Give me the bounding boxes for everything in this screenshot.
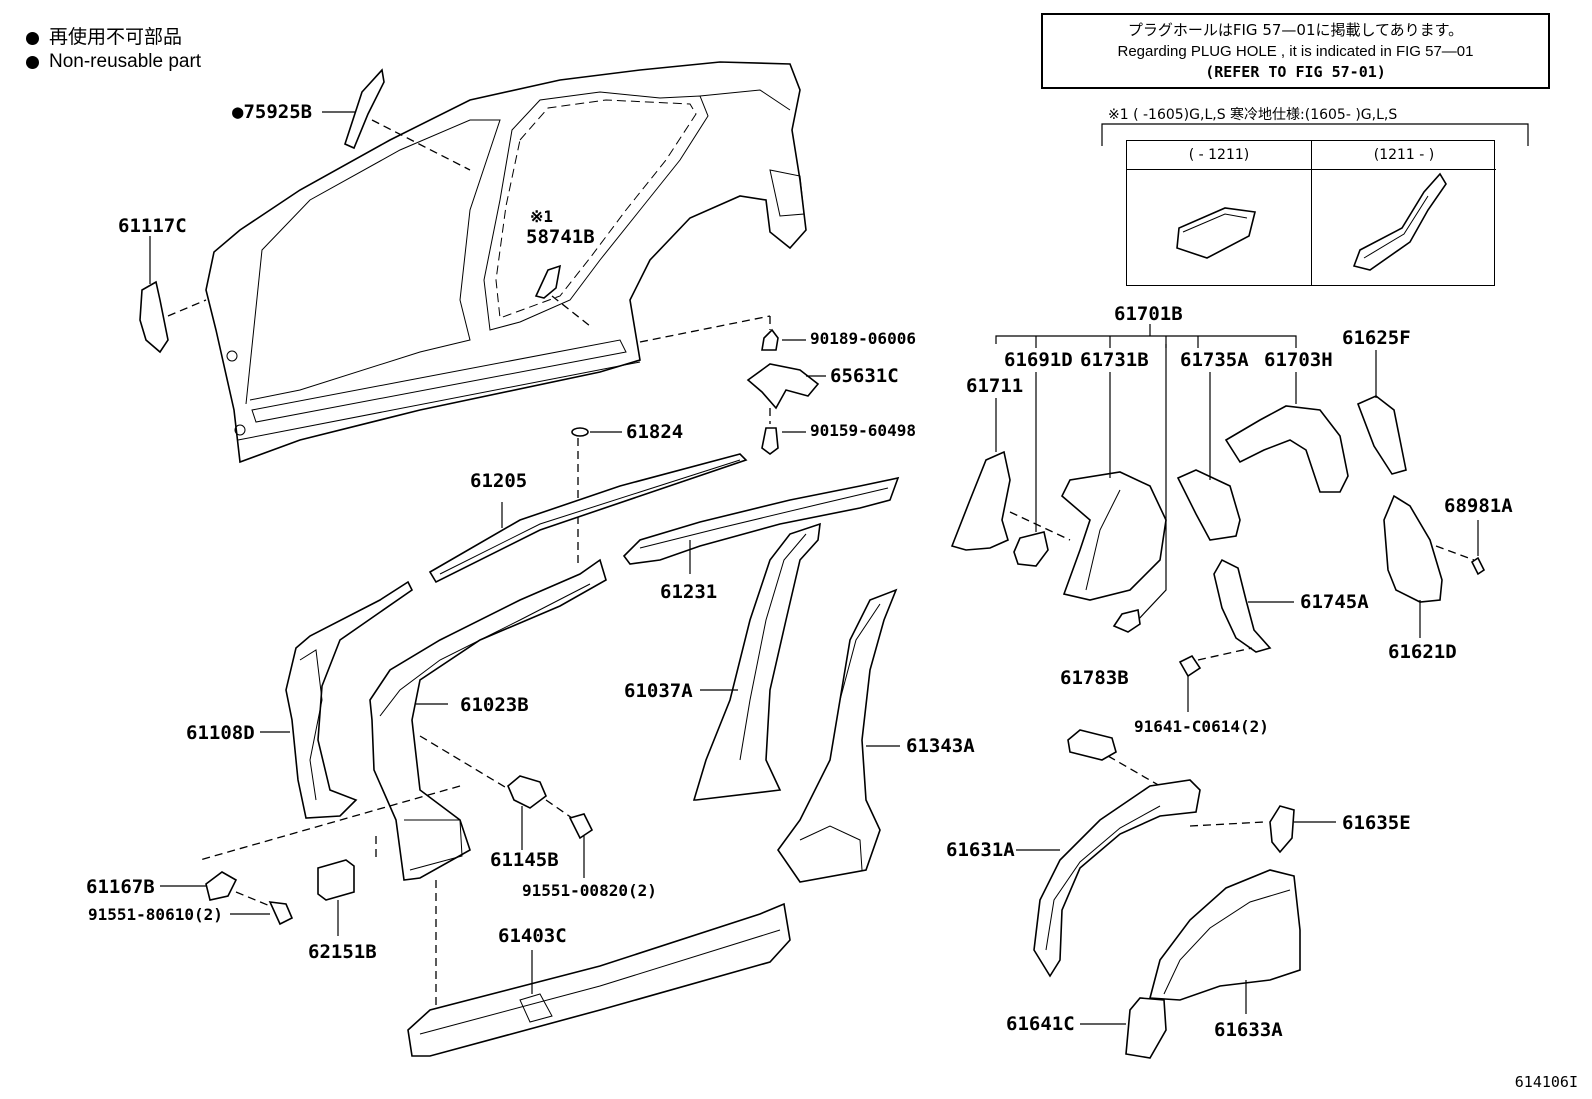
legend: 再使用不可部品 Non-reusable part <box>26 26 201 74</box>
part-61625F-drawing <box>1356 395 1407 475</box>
variant-col-early: ( - 1211) <box>1127 141 1312 285</box>
part-61641C-drawing <box>1125 997 1167 1059</box>
legend-en: Non-reusable part <box>49 51 202 72</box>
label-61037A: 61037A <box>624 680 693 702</box>
bullet-icon <box>26 31 39 45</box>
part-61037A-drawing <box>692 522 821 801</box>
variant-col-late-head: (1211 - ) <box>1312 141 1496 170</box>
part-61633A-drawing <box>1148 869 1301 1001</box>
label-61711: 61711 <box>966 375 1023 397</box>
label-91551-00820: 91551-00820(2) <box>522 881 657 900</box>
part-61231-drawing <box>622 476 900 565</box>
variant-early-drawing <box>1176 207 1256 259</box>
part-61691D-drawing <box>1013 531 1049 567</box>
part-61735A-drawing <box>1176 469 1241 541</box>
label-61703H: 61703H <box>1264 349 1333 371</box>
variant-table: ( - 1211) (1211 - ) <box>1126 140 1496 286</box>
part-61621D-drawing <box>1383 494 1443 603</box>
label-91641-C0614: 91641-C0614(2) <box>1134 717 1269 736</box>
label-61631A: 61631A <box>946 839 1015 861</box>
note-line-jp: プラグホールはFIG 57—01に掲載してあります。 <box>1127 21 1464 39</box>
variant-late-drawing <box>1352 172 1447 271</box>
label-61403C: 61403C <box>498 925 567 947</box>
label-62151B: 62151B <box>308 941 377 963</box>
label-61731B: 61731B <box>1080 349 1149 371</box>
label-61735A: 61735A <box>1180 349 1249 371</box>
label-65631C: 65631C <box>830 365 899 387</box>
part-65631C-drawing <box>746 363 820 410</box>
label-61023B: 61023B <box>460 694 529 716</box>
label-91551-80610: 91551-80610(2) <box>88 905 223 924</box>
spec-header: ※1 ( -1605)G,L,S 寒冷地仕様:(1605- )G,L,S <box>1108 107 1398 123</box>
legend-jp: 再使用不可部品 <box>49 27 183 48</box>
label-61783B: 61783B <box>1060 667 1129 689</box>
part-61145B-drawing <box>507 775 547 809</box>
label-90189-06006: 90189-06006 <box>810 329 916 348</box>
part-61635E-drawing <box>1269 805 1295 854</box>
part-61731B-drawing <box>1061 471 1167 601</box>
part-61167B-drawing <box>205 871 238 901</box>
label-61691D: 61691D <box>1004 349 1073 371</box>
part-61783B-drawing <box>1067 729 1117 761</box>
label-61625F: 61625F <box>1342 327 1411 349</box>
label-61231: 61231 <box>660 581 717 603</box>
clip-drawing <box>1112 609 1141 633</box>
part-61711-drawing <box>950 450 1011 551</box>
part-61117C-drawing <box>139 280 169 354</box>
bolt-90159-drawing <box>761 427 779 455</box>
side-outer-panel <box>205 61 807 464</box>
label-90159-60498: 90159-60498 <box>810 421 916 440</box>
part-61824-drawing <box>571 427 589 437</box>
part-61108D-drawing <box>285 580 414 819</box>
part-75925B-drawing <box>344 68 385 150</box>
note-line-en: Regarding PLUG HOLE , it is indicated in… <box>1117 43 1474 60</box>
label-61167B: 61167B <box>86 876 155 898</box>
label-61145B: 61145B <box>490 849 559 871</box>
label-61343A: 61343A <box>906 735 975 757</box>
bolt-91551-80610-drawing <box>268 901 294 926</box>
label-68981A: 68981A <box>1444 495 1513 517</box>
label-61117C: 61117C <box>118 215 187 237</box>
part-61631A-drawing <box>1033 779 1201 978</box>
variant-bracket <box>1101 123 1529 146</box>
label-61108D: 61108D <box>186 722 255 744</box>
label-61745A: 61745A <box>1300 591 1369 613</box>
part-61205-drawing <box>428 453 748 584</box>
label-61701B: 61701B <box>1114 303 1183 325</box>
part-62151B-drawing <box>317 859 355 901</box>
diagram-code: 614106I <box>1514 1073 1578 1091</box>
part-61703H-drawing <box>1224 405 1349 493</box>
plug-hole-note: プラグホールはFIG 57—01に掲載してあります。 Regarding PLU… <box>1041 13 1550 89</box>
label-61635E: 61635E <box>1342 812 1411 834</box>
bolt-91551-00820-drawing <box>568 813 594 840</box>
part-68981A-drawing <box>1470 556 1486 576</box>
label-61824: 61824 <box>626 421 683 443</box>
label-61621D: 61621D <box>1388 641 1457 663</box>
label-61641C: 61641C <box>1006 1013 1075 1035</box>
part-61343A-drawing <box>777 588 898 883</box>
label-61205: 61205 <box>470 470 527 492</box>
group-bracket-61701B <box>995 335 1297 348</box>
fastener-90189-drawing <box>761 328 779 351</box>
part-61745A-drawing <box>1213 558 1272 653</box>
bolt-91641-drawing <box>1178 654 1202 678</box>
part-61023B-drawing <box>369 558 607 881</box>
note-mark: ※1 <box>530 207 553 226</box>
part-61403C-drawing <box>407 902 791 1057</box>
bullet-icon <box>26 55 39 69</box>
label-58741B: 58741B <box>526 226 595 248</box>
part-58741B-drawing <box>534 264 562 299</box>
variant-col-late: (1211 - ) <box>1312 141 1496 285</box>
label-75925B: ●75925B <box>232 101 312 123</box>
note-line-ref: (REFER TO FIG 57-01) <box>1205 63 1386 81</box>
label-61633A: 61633A <box>1214 1019 1283 1041</box>
variant-col-early-head: ( - 1211) <box>1127 141 1311 170</box>
